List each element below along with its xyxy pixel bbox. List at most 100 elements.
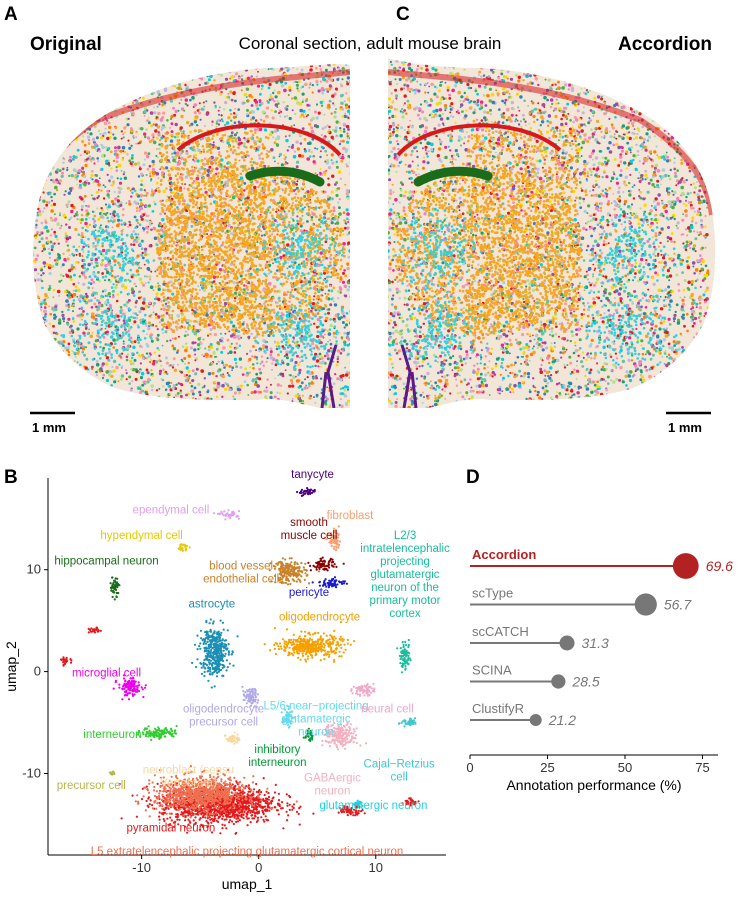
brain-cell-dot [102,197,106,200]
brain-cell-dot [274,137,278,141]
brain-cell-dot [47,110,50,114]
brain-cell-dot [132,135,135,138]
brain-cell-dot [51,104,55,107]
brain-cell-dot [34,84,39,89]
brain-cell-dot [106,173,109,176]
brain-cell-dot [80,393,84,397]
brain-cell-dot [70,173,74,178]
brain-cell-dot [275,301,279,305]
brain-cell-dot [305,202,309,206]
brain-cell-dot [34,89,38,93]
brain-cell-dot [156,148,158,150]
brain-cell-dot [188,401,191,404]
brain-cell-dot [146,230,149,234]
brain-cell-dot [303,60,305,62]
brain-cell-dot [259,92,262,96]
brain-cell-dot [99,381,102,384]
brain-cell-dot [339,61,342,64]
brain-cell-dot [131,290,135,295]
brain-cell-dot [141,383,145,387]
brain-cell-dot [33,298,35,302]
brain-cell-dot [128,88,132,92]
brain-cell-dot [354,405,356,407]
brain-cell-dot [93,72,97,75]
brain-cell-dot [37,137,40,140]
brain-cell-dot [308,382,311,385]
brain-cell-dot [85,73,88,77]
brain-cell-dot [117,380,120,383]
brain-cell-dot [278,152,283,157]
brain-cell-dot [333,67,336,70]
brain-cell-dot [218,151,221,154]
brain-cell-dot [337,67,340,70]
brain-cell-dot [45,70,49,74]
brain-cell-dot [304,206,306,209]
brain-cell-dot [131,66,135,70]
brain-cell-dot [336,357,339,361]
brain-original [30,60,356,408]
brain-cell-dot [311,212,315,216]
brain-cell-dot [30,207,32,209]
brain-cell-dot [223,366,226,369]
brain-cell-dot [216,64,220,65]
brain-cell-dot [152,123,155,126]
brain-cell-dot [59,115,62,119]
brain-cell-dot [273,89,276,92]
brain-cell-dot [72,391,76,395]
brain-cell-dot [171,60,173,62]
brain-original-label: Original [30,34,102,55]
brain-cell-dot [140,371,145,376]
brain-cell-dot [128,223,132,227]
brain-cell-dot [33,404,36,408]
brain-cell-dot [240,89,243,92]
brain-cell-dot [230,67,234,72]
brain-cell-dot [133,393,136,396]
brain-cell-dot [66,206,69,208]
brain-cell-dot [48,264,52,267]
brain-cell-dot [68,64,71,67]
brain-cell-dot [36,295,40,299]
brain-cell-dot [258,367,262,371]
brain-cell-dot [195,72,199,77]
brain-cell-dot [49,362,52,365]
brain-cell-dot [114,105,118,110]
brain-cell-dot [156,315,161,319]
brain-cell-dot [97,74,102,78]
brain-cell-dot [35,314,39,317]
brain-cell-dot [217,73,220,76]
brain-cell-dot [151,388,154,392]
brain-cell-dot [54,307,58,312]
brain-cell-dot [116,293,120,296]
brain-cell-dot [192,407,196,408]
brain-title: Coronal section, adult mouse brain [239,34,502,53]
brain-cell-dot [68,254,71,257]
brain-cell-dot [90,160,92,163]
brain-cell-dot [301,388,304,391]
brain-cell-dot [85,179,89,183]
brain-cell-dot [173,407,177,408]
brain-cell-dot [214,388,218,392]
brain-cell-dot [296,87,299,90]
brain-cell-dot [266,260,269,263]
brain-cell-dot [350,246,352,248]
brain-cell-dot [107,205,112,209]
brain-cell-dot [226,338,230,342]
brain-cell-dot [325,403,328,406]
brain-cell-dot [308,150,310,153]
brain-cell-dot [154,64,157,67]
brain-cell-dot [142,184,145,187]
brain-cell-dot [63,135,68,140]
brain-cell-dot [54,185,58,190]
brain-cell-dot [91,322,95,325]
brain-cell-dot [296,324,300,328]
brain-cell-dot [151,159,155,164]
brain-cell-dot [348,80,350,84]
brain-cell-dot [253,336,256,340]
brain-cell-dot [294,112,297,116]
brain-cell-dot [352,170,355,173]
brain-cell-dot [36,96,40,100]
brain-cell-dot [212,146,215,149]
brain-cell-dot [145,128,148,131]
brain-cell-dot [98,100,102,104]
brain-cell-dot [185,346,189,350]
